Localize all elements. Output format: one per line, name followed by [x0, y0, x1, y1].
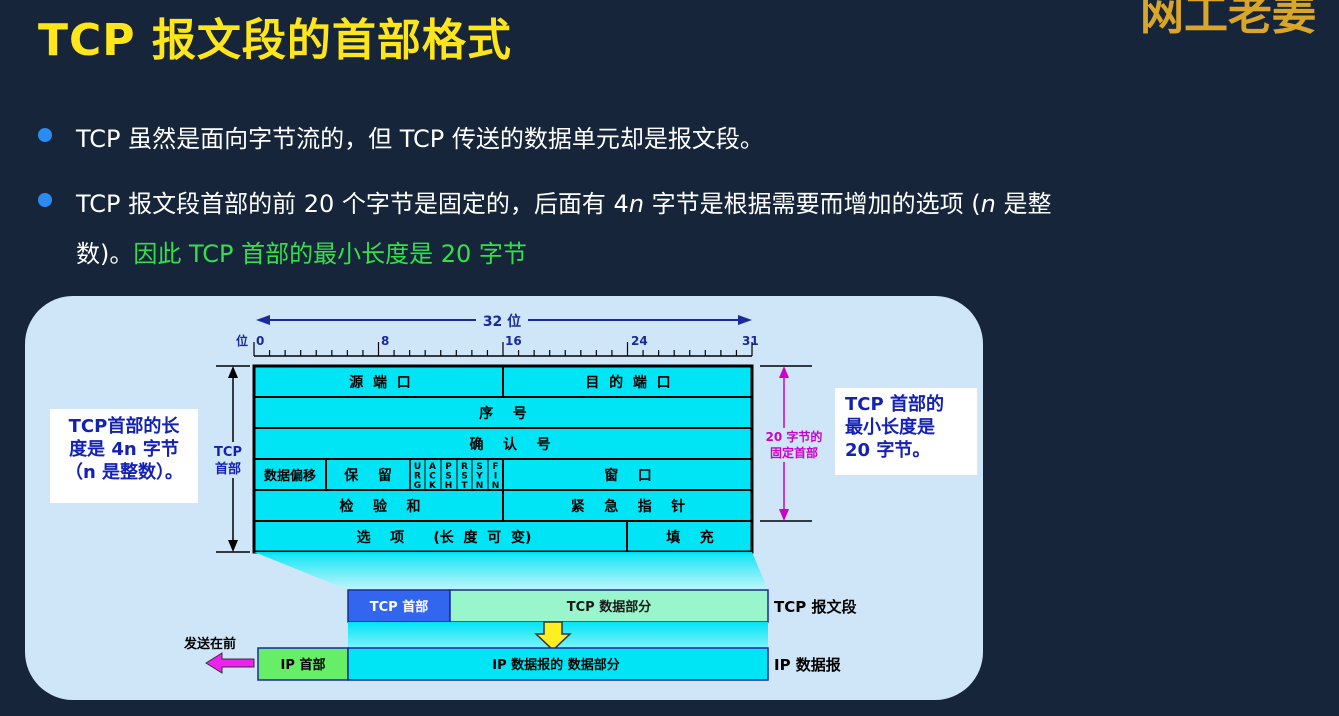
bullet-dot-1	[38, 128, 52, 142]
bullet-n-1: n	[628, 190, 645, 218]
magenta-arrowhead-down-icon	[779, 509, 789, 521]
field-source-port: 源 端 口	[349, 374, 411, 391]
left-note-box: TCP首部的长 度是 4n 字节 （n 是整数）。	[50, 409, 198, 503]
flag-syn: S	[476, 462, 482, 472]
bit-ruler-ticks	[253, 342, 753, 356]
right-bracket-label-2: 固定首部	[770, 445, 818, 460]
flag-syn: Y	[475, 472, 483, 482]
bullet-text-2b: 字节是根据需要而增加的选项 (	[644, 190, 981, 218]
header-funnel	[254, 552, 768, 590]
field-padding: 填 充	[666, 529, 714, 546]
bit-tick-0: 0	[256, 334, 264, 348]
left-bracket-label-2: 首部	[215, 461, 241, 477]
field-options: 选 项 (长 度 可 变)	[357, 529, 532, 546]
bullet-text-2-green: 因此 TCP 首部的最小长度是 20 字节	[133, 240, 527, 268]
ip-data-label: IP 数据报的 数据部分	[492, 657, 619, 673]
tcp-segment-label: TCP 报文段	[774, 598, 856, 616]
bullet-text-2a: TCP 报文段首部的前 20 个字节是固定的，后面有 4	[76, 190, 629, 218]
right-bracket-label-1: 20 字节的	[766, 429, 823, 444]
bullet-text-2-line1: TCP 报文段首部的前 20 个字节是固定的，后面有 4n 字节是根据需要而增加…	[76, 184, 1052, 219]
ip-header-box	[257, 647, 349, 681]
flag-rst: T	[461, 481, 468, 491]
field-urgent-pointer: 紧 急 指 针	[571, 498, 686, 515]
flag-psh: P	[445, 462, 452, 472]
left-bracket-label-1: TCP	[214, 445, 242, 460]
tcp-segment-header-box	[347, 589, 451, 623]
send-first-label: 发送在前	[183, 636, 236, 652]
left-note-line-1: TCP首部的长	[68, 416, 180, 437]
bullet-dot-2	[38, 193, 52, 207]
ip-data-box	[347, 647, 769, 681]
flag-fin: F	[492, 462, 498, 472]
bit-label: 位	[236, 333, 248, 348]
field-dest-port: 目 的 端 口	[585, 374, 670, 391]
magenta-arrowhead-up-icon	[779, 366, 789, 378]
flag-fin: N	[492, 481, 500, 491]
bit-tick-16: 16	[505, 334, 522, 348]
bullet-text-2c: 是整	[995, 190, 1052, 218]
flag-fin: I	[494, 472, 497, 482]
flag-ack: A	[429, 462, 436, 472]
tcp-segment-header-label: TCP 首部	[370, 599, 428, 615]
field-data-offset: 数据偏移	[264, 468, 316, 484]
flag-urg: R	[414, 472, 421, 482]
left-note-line-3: （n 是整数）。	[64, 462, 184, 483]
brand-logo: 网工老姜	[1140, 0, 1316, 40]
right-note-box: TCP 首部的 最小长度是 20 字节。	[835, 388, 977, 475]
left-note-line-2: 度是 4n 字节	[69, 439, 179, 460]
field-checksum: 检 验 和	[340, 498, 421, 515]
flag-ack: K	[429, 481, 437, 491]
tcp-segment-data-label: TCP 数据部分	[567, 599, 651, 615]
bit-tick-24: 24	[631, 334, 648, 348]
arrowhead-down-icon	[228, 540, 238, 552]
width-label: 32 位	[483, 313, 521, 330]
flag-ack: C	[429, 472, 436, 482]
page-title: TCP 报文段的首部格式	[38, 15, 512, 66]
right-note-line-1: TCP 首部的	[845, 394, 944, 415]
down-arrow-icon	[534, 621, 572, 652]
send-direction-arrow-icon	[205, 652, 255, 674]
bullet-text-2-line2: 数)。因此 TCP 首部的最小长度是 20 字节	[76, 234, 527, 269]
bit-tick-31: 31	[742, 334, 759, 348]
field-ack-number: 确 认 号	[470, 436, 551, 453]
flag-urg: G	[414, 481, 421, 491]
arrowhead-right-icon	[738, 315, 752, 325]
bullet-text-2d: 数)。	[76, 240, 134, 268]
field-window: 窗 口	[604, 467, 652, 484]
flag-rst: R	[461, 462, 468, 472]
flag-psh: S	[445, 472, 451, 482]
flag-urg: U	[414, 462, 421, 472]
right-note-line-3: 20 字节。	[845, 440, 931, 461]
bit-tick-8: 8	[381, 334, 389, 348]
arrowhead-up-icon	[228, 366, 238, 378]
tcp-segment-data-box	[449, 589, 769, 623]
bullet-n-2: n	[980, 190, 996, 218]
flag-psh: H	[445, 481, 453, 491]
flag-rst: S	[461, 472, 467, 482]
right-note-line-2: 最小长度是	[845, 417, 935, 438]
ip-header-label: IP 首部	[281, 657, 326, 673]
bullet-text-1: TCP 虽然是面向字节流的，但 TCP 传送的数据单元却是报文段。	[76, 125, 764, 153]
flag-syn: N	[476, 481, 484, 491]
arrowhead-left-icon	[256, 315, 270, 325]
ip-datagram-label: IP 数据报	[774, 656, 841, 674]
field-sequence-number: 序 号	[479, 405, 527, 422]
field-reserved: 保 留	[343, 467, 392, 484]
